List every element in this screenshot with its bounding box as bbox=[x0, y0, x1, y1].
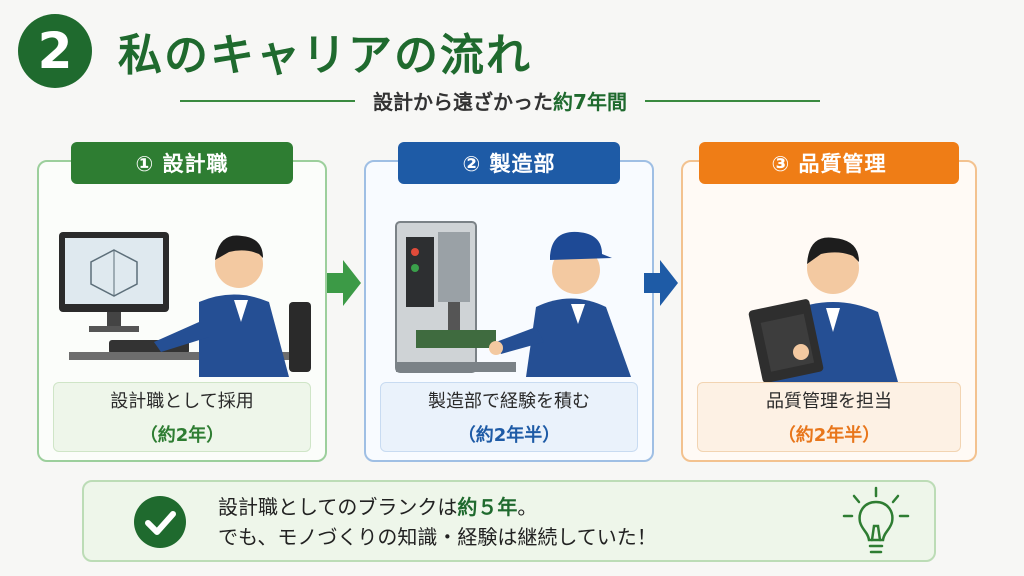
factory-worker-machine-illustration bbox=[395, 221, 631, 377]
arrow-right-icon bbox=[644, 260, 678, 306]
step-period: （約2年半） bbox=[457, 425, 561, 446]
step-label: ① 設計職 bbox=[71, 142, 293, 184]
step-description: 設計職として採用 bbox=[110, 391, 254, 412]
subtitle-divider-left bbox=[180, 99, 356, 102]
subtitle-prefix: 設計から遠ざかった bbox=[373, 90, 554, 114]
step-period: （約2年半） bbox=[777, 425, 881, 446]
check-icon bbox=[134, 496, 186, 548]
summary-line-1: 設計職としてのブランクは約５年。 bbox=[218, 492, 657, 522]
subtitle: 設計から遠ざかった約7年間 bbox=[373, 86, 627, 115]
step-card-design: ① 設計職 設計職として採用 （約2年） bbox=[37, 142, 327, 462]
page-title: 私のキャリアの流れ bbox=[118, 30, 532, 81]
subtitle-divider-right bbox=[644, 99, 821, 102]
step-card-manufacturing: ② 製造部 製造部で経験を積む （約2年半） bbox=[364, 142, 654, 462]
step-description: 製造部で経験を積む bbox=[428, 391, 590, 412]
arrow-right-icon bbox=[327, 260, 361, 306]
summary-highlight: 約５年 bbox=[457, 495, 518, 519]
subtitle-row: 設計から遠ざかった約7年間 bbox=[180, 86, 821, 115]
step-label: ② 製造部 bbox=[398, 142, 620, 184]
lightbulb-icon bbox=[842, 486, 910, 554]
inspector-with-clipboard-illustration bbox=[748, 237, 898, 382]
slide-header: 2 私のキャリアの流れ bbox=[18, 14, 532, 88]
summary-line-2: でも、モノづくりの知識・経験は継続していた！ bbox=[218, 525, 657, 549]
step-label: ③ 品質管理 bbox=[699, 142, 959, 184]
step-card-quality: ③ 品質管理 品質管理を担当 （約2年半） bbox=[681, 142, 977, 462]
summary-line-1-prefix: 設計職としてのブランクは bbox=[218, 495, 458, 519]
summary-text: 設計職としてのブランクは約５年。 でも、モノづくりの知識・経験は継続していた！ bbox=[218, 492, 657, 552]
subtitle-highlight: 約7年間 bbox=[553, 90, 627, 114]
step-description-box: 製造部で経験を積む （約2年半） bbox=[380, 382, 638, 452]
step-description-box: 品質管理を担当 （約2年半） bbox=[697, 382, 961, 452]
summary-line-1-suffix: 。 bbox=[517, 495, 538, 519]
step-description: 品質管理を担当 bbox=[766, 391, 892, 412]
step-description-box: 設計職として採用 （約2年） bbox=[53, 382, 311, 452]
designer-at-computer-illustration bbox=[59, 232, 311, 377]
step-period: （約2年） bbox=[139, 425, 225, 446]
section-number-badge: 2 bbox=[18, 14, 92, 88]
summary-box: 設計職としてのブランクは約５年。 でも、モノづくりの知識・経験は継続していた！ bbox=[82, 480, 936, 562]
